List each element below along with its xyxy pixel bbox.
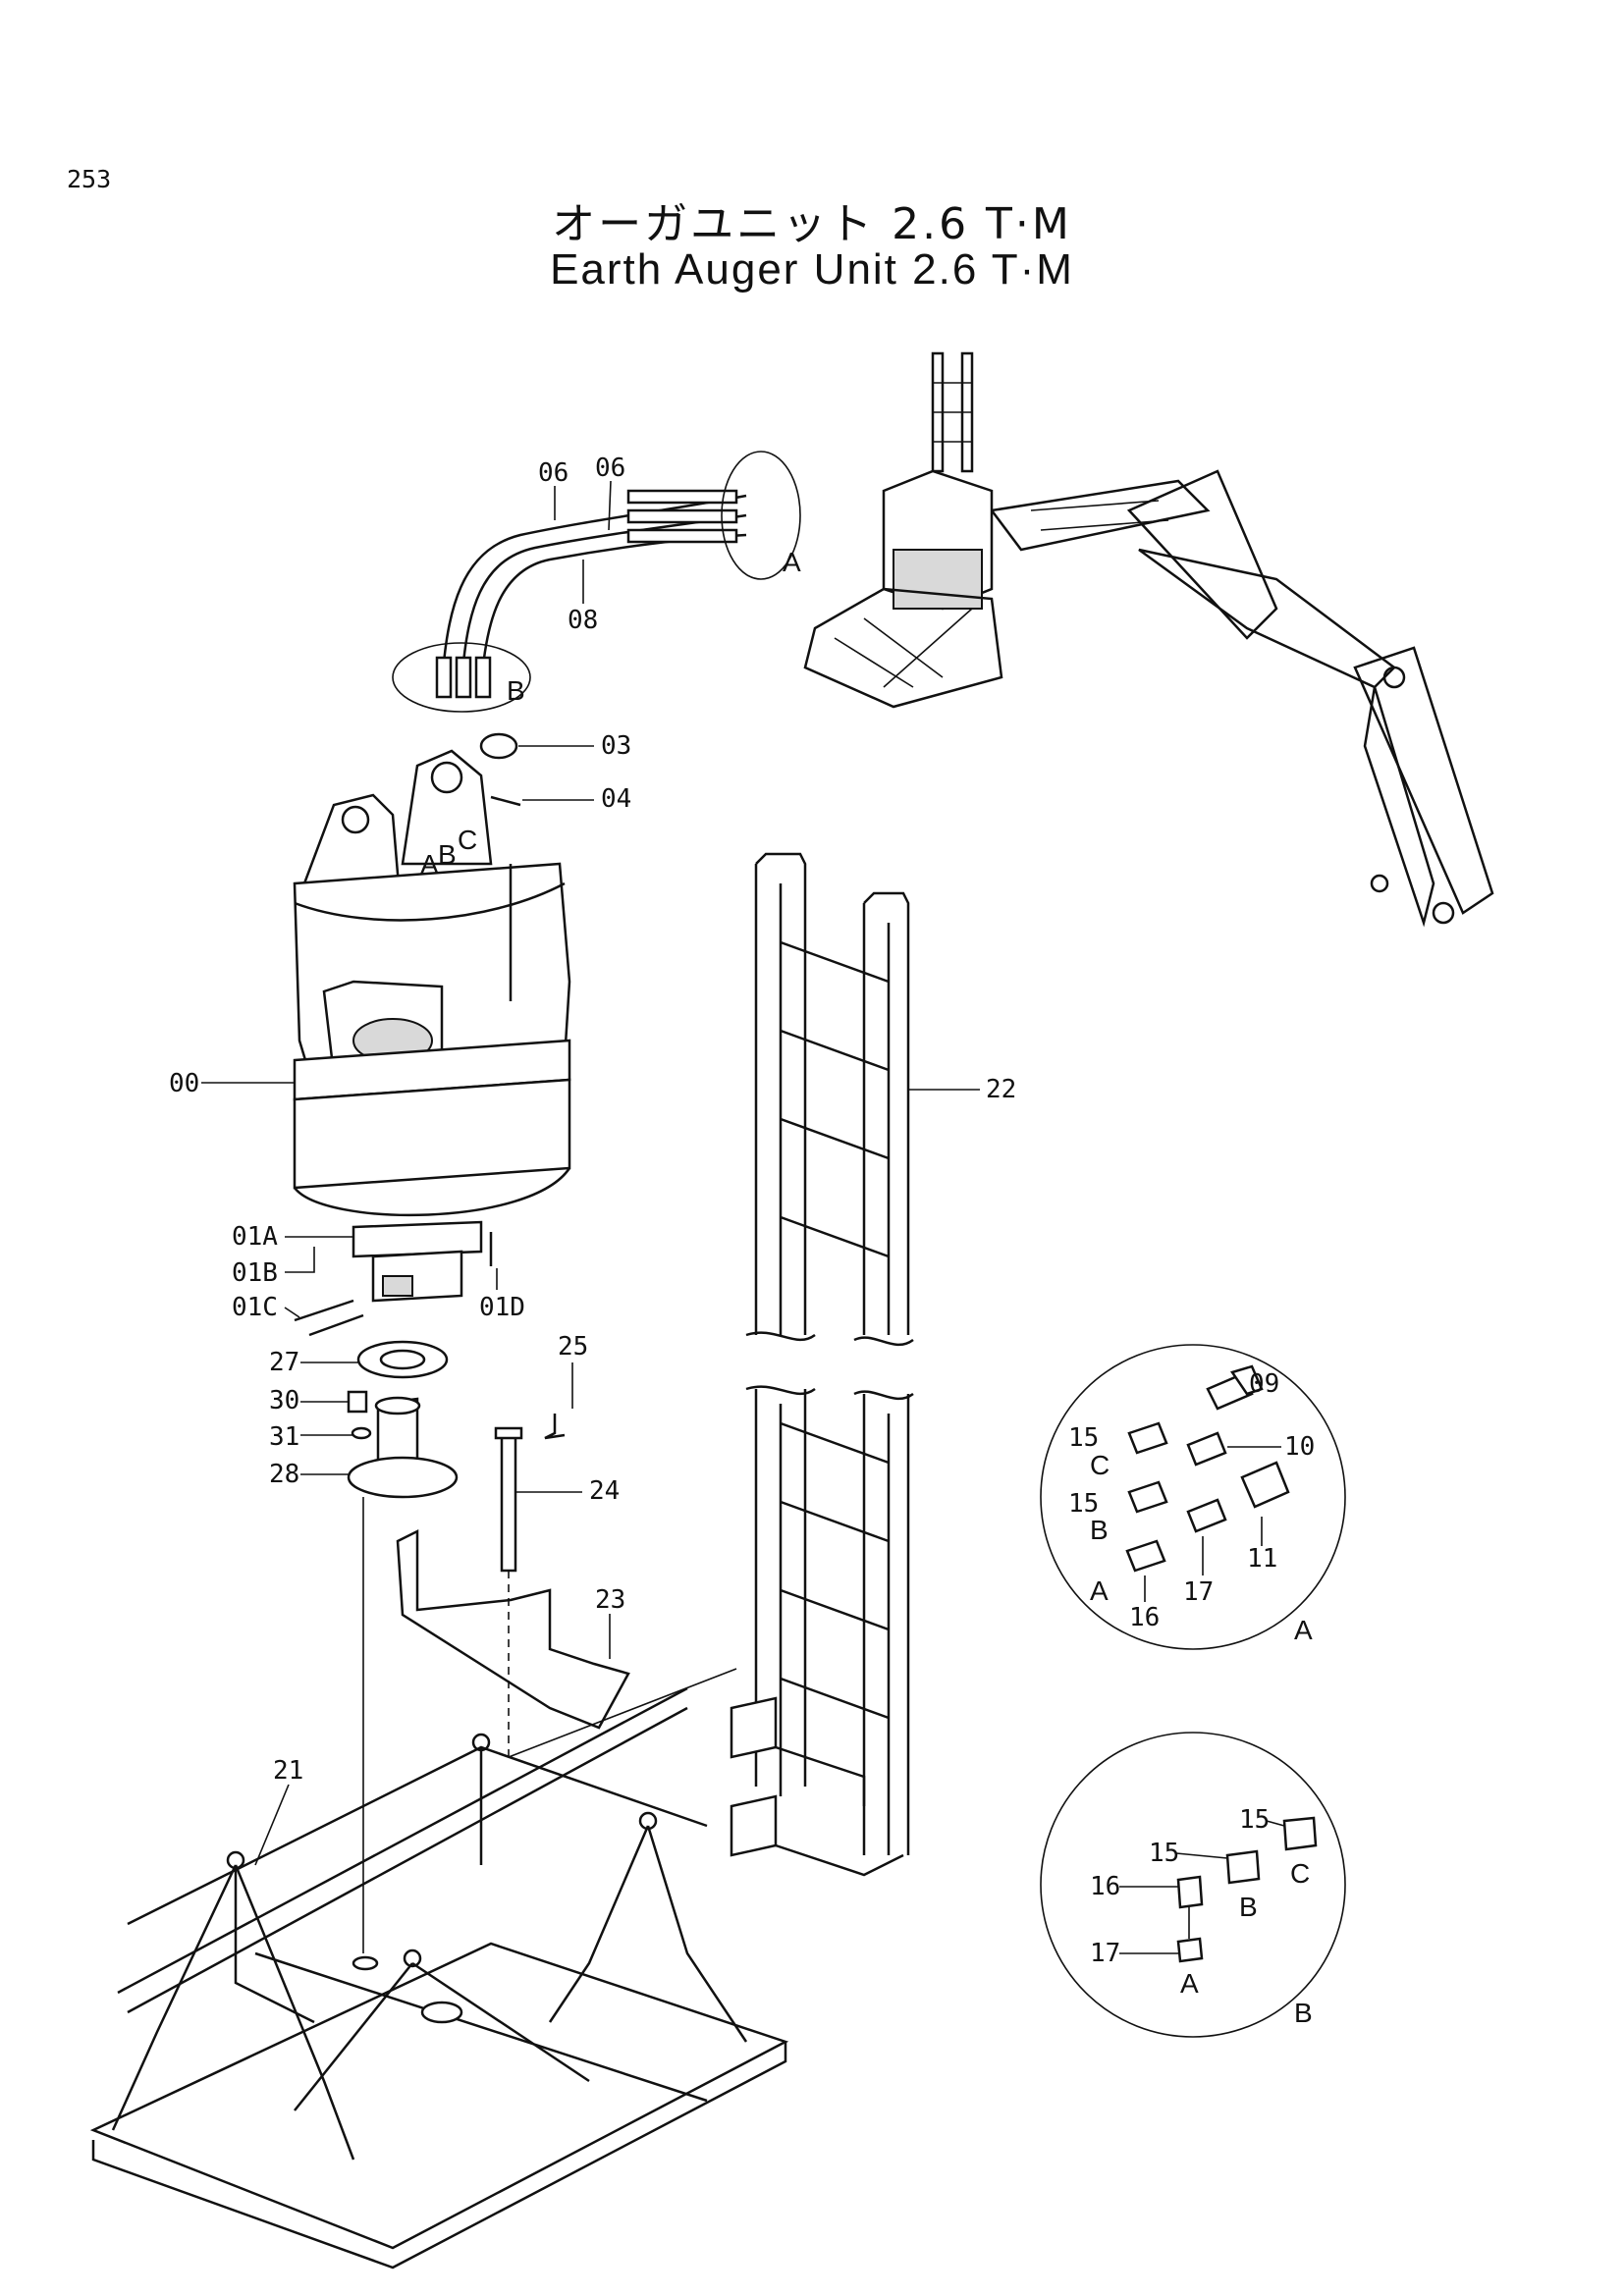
detail-a-label: A (1294, 1615, 1313, 1645)
detail-a-sub-b: B (1090, 1515, 1109, 1545)
callout-23: 23 (595, 1585, 625, 1615)
callout-24: 24 (589, 1476, 620, 1506)
adapter-parts (347, 1340, 459, 1953)
detail-b-sub-c: C (1290, 1858, 1310, 1889)
detail-b-view (1040, 1732, 1346, 2038)
detail-a-callout-15c: 15 (1068, 1423, 1099, 1453)
callout-08: 08 (568, 606, 598, 635)
detail-a-callout-11: 11 (1247, 1544, 1277, 1574)
pin-and-bracket (396, 1414, 737, 1758)
callout-06a: 06 (538, 458, 568, 488)
port-label-c: C (458, 825, 477, 855)
port-label-a: A (420, 849, 439, 880)
callout-30: 30 (269, 1386, 299, 1415)
detail-b-callout-15b: 15 (1149, 1839, 1179, 1868)
detail-a-callout-15b: 15 (1068, 1489, 1099, 1519)
callout-25: 25 (558, 1332, 588, 1362)
view-label-hose-a: A (783, 547, 801, 577)
detail-a-view (1040, 1344, 1346, 1650)
detail-a-sub-a: A (1090, 1575, 1109, 1606)
port-label-b: B (438, 839, 457, 870)
detail-a-callout-16: 16 (1129, 1603, 1160, 1632)
callout-22: 22 (986, 1075, 1016, 1104)
callout-04: 04 (601, 784, 631, 814)
excavator-illustration (803, 351, 1494, 928)
callout-00: 00 (169, 1069, 199, 1098)
callout-21: 21 (273, 1756, 303, 1786)
detail-b-sub-b: B (1239, 1892, 1258, 1922)
view-label-hose-b: B (507, 675, 525, 706)
callout-27: 27 (269, 1348, 299, 1377)
callout-06b: 06 (595, 454, 625, 483)
ladder (730, 852, 914, 1877)
detail-b-callout-16: 16 (1090, 1872, 1120, 1901)
stand-frame (89, 1686, 789, 2269)
title-english: Earth Auger Unit 2.6 T·M (550, 245, 1074, 294)
callout-28: 28 (269, 1460, 299, 1489)
detail-b-sub-a: A (1180, 1968, 1199, 1999)
callout-01a: 01A (232, 1222, 278, 1252)
callout-01b: 01B (232, 1258, 278, 1288)
detail-b-callout-15a: 15 (1239, 1805, 1270, 1835)
title-japanese: オーガユニット 2.6 T·M (552, 199, 1072, 249)
callout-31: 31 (269, 1422, 299, 1452)
callout-03: 03 (601, 731, 631, 761)
page-number: 253 (67, 165, 112, 193)
detail-b-callout-17: 17 (1090, 1939, 1120, 1968)
detail-b-label: B (1294, 1998, 1313, 2028)
callout-01c: 01C (232, 1293, 278, 1322)
callout-01d: 01D (479, 1293, 525, 1322)
detail-a-callout-17: 17 (1183, 1577, 1214, 1607)
detail-a-sub-c: C (1090, 1450, 1110, 1480)
detail-a-callout-09: 09 (1249, 1369, 1279, 1399)
hydraulic-hoses (392, 451, 801, 713)
detail-a-callout-10: 10 (1284, 1432, 1315, 1462)
auger-body (293, 732, 571, 1337)
